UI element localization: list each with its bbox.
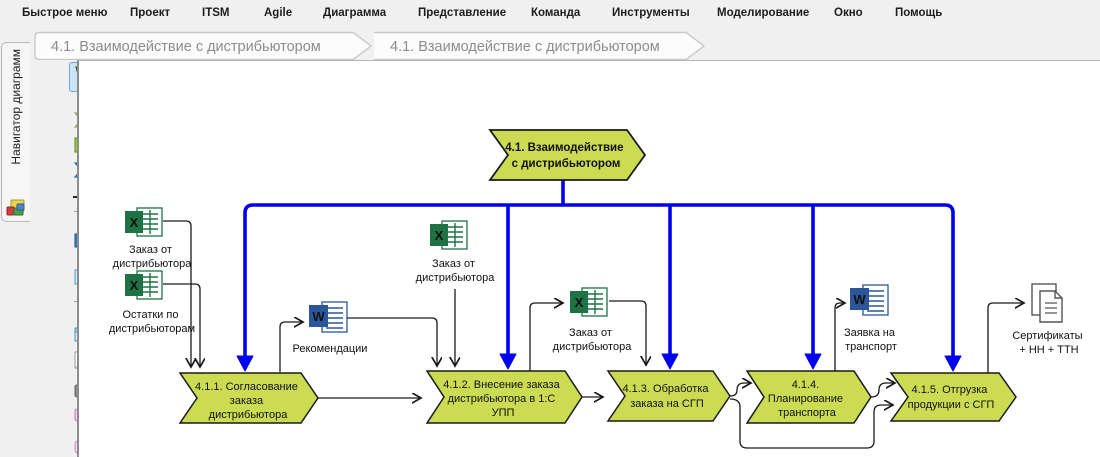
process-node-4-1-3[interactable]: 4.1.3. Обработка заказа на СГП (606, 370, 731, 422)
process-label: 4.1.1. Согласование заказа дистрибьютора (195, 381, 301, 421)
connector[interactable] (609, 300, 646, 365)
breadcrumb-label: 4.1. Взаимодействие с дистрибьютором (390, 39, 660, 55)
menu-item-help[interactable]: Помощь (895, 7, 943, 19)
process-node-4-1-5[interactable]: 4.1.5. Отгрузка продукции с СГП (889, 372, 1017, 422)
word-icon[interactable]: W (850, 284, 889, 316)
diagram-navigator-icon (6, 199, 25, 216)
connector[interactable] (834, 303, 845, 371)
menu-item-window[interactable]: Окно (834, 7, 863, 19)
svg-text:W: W (312, 309, 325, 324)
menu-item-view[interactable]: Представление (418, 7, 507, 19)
menu-item-team[interactable]: Команда (531, 7, 581, 19)
menu-bar: Быстрое меню Проект ITSM Agile Диаграмма… (0, 0, 1100, 28)
menu-item-project[interactable]: Проект (130, 7, 171, 19)
process-node-4-1-4[interactable]: 4.1.4. Планирование транспорта (745, 370, 872, 424)
process-label: 4.1.3. Обработка заказа на СГП (622, 383, 711, 410)
connector[interactable] (529, 303, 563, 371)
connector[interactable] (163, 283, 200, 367)
connector[interactable] (729, 398, 893, 449)
process-label: 4.1. Взаимодействие с дистрибьютором (505, 142, 626, 170)
doc-label: Заказ от дистрибьютора (416, 258, 496, 284)
excel-icon[interactable]: X (430, 220, 468, 250)
diagram-navigator-label: Навигатор диаграмм (9, 49, 23, 165)
process-node-4-1-2[interactable]: 4.1.2. Внесение заказа дистрибьютора в 1… (425, 370, 583, 424)
process-label: 4.1.4. Планирование транспорта (768, 379, 846, 419)
menu-item-modeling[interactable]: Моделирование (717, 7, 810, 19)
connector[interactable] (987, 303, 1024, 373)
decomposition-flow-arrowheads (236, 353, 962, 372)
decomposition-flow[interactable] (243, 180, 955, 356)
process-label: 4.1.5. Отгрузка продукции с СГП (908, 384, 995, 411)
breadcrumb: 4.1. Взаимодействие с дистрибьютором 4.1… (33, 31, 733, 66)
menu-item-diagram[interactable]: Диаграмма (323, 7, 387, 19)
breadcrumb-tab-2[interactable]: 4.1. Взаимодействие с дистрибьютором (374, 31, 706, 61)
svg-text:X: X (130, 215, 139, 230)
connector[interactable] (870, 383, 895, 398)
menu-item-agile[interactable]: Agile (264, 7, 293, 19)
connector[interactable] (347, 317, 437, 366)
doc-label: Сертификаты + НН + ТТН (1012, 330, 1085, 356)
menu-item-quick[interactable]: Быстрое меню (22, 7, 108, 19)
connector[interactable] (279, 322, 303, 372)
connector[interactable] (163, 220, 191, 367)
menu-item-tools[interactable]: Инструменты (612, 7, 690, 19)
breadcrumb-label: 4.1. Взаимодействие с дистрибьютором (51, 39, 321, 55)
process-diagram: 4.1. Взаимодействие с дистрибьютором 4.1… (109, 129, 1085, 449)
excel-icon[interactable]: X (570, 287, 608, 317)
shape-toolbar (31, 60, 99, 457)
word-icon[interactable]: W (309, 301, 348, 333)
doc-label: Заказ от дистрибьютора (113, 244, 193, 270)
svg-text:X: X (130, 278, 139, 293)
svg-text:X: X (575, 295, 584, 310)
excel-icon[interactable]: X (125, 270, 163, 300)
doc-label: Остатки по дистрибьюторам (109, 309, 195, 335)
process-label: 4.1.2. Внесение заказа дистрибьютора в 1… (443, 379, 563, 419)
process-node-4-1-1[interactable]: 4.1.1. Согласование заказа дистрибьютора (178, 372, 319, 424)
doc-label: Заказ от дистрибьютора (553, 327, 633, 353)
excel-icon[interactable]: X (125, 207, 163, 237)
svg-text:W: W (853, 292, 866, 307)
connector[interactable] (729, 383, 751, 397)
diagram-navigator-tab[interactable]: Навигатор диаграмм (1, 42, 30, 222)
doc-label: Заявка на транспорт (844, 327, 898, 353)
menu-item-itsm[interactable]: ITSM (202, 7, 230, 19)
breadcrumb-tab-1[interactable]: 4.1. Взаимодействие с дистрибьютором (34, 31, 373, 61)
process-node-4-1[interactable]: 4.1. Взаимодействие с дистрибьютором (488, 129, 647, 181)
svg-text:X: X (435, 228, 444, 243)
doc-label: Рекомендации (293, 343, 368, 355)
pages-icon[interactable] (1031, 283, 1063, 323)
